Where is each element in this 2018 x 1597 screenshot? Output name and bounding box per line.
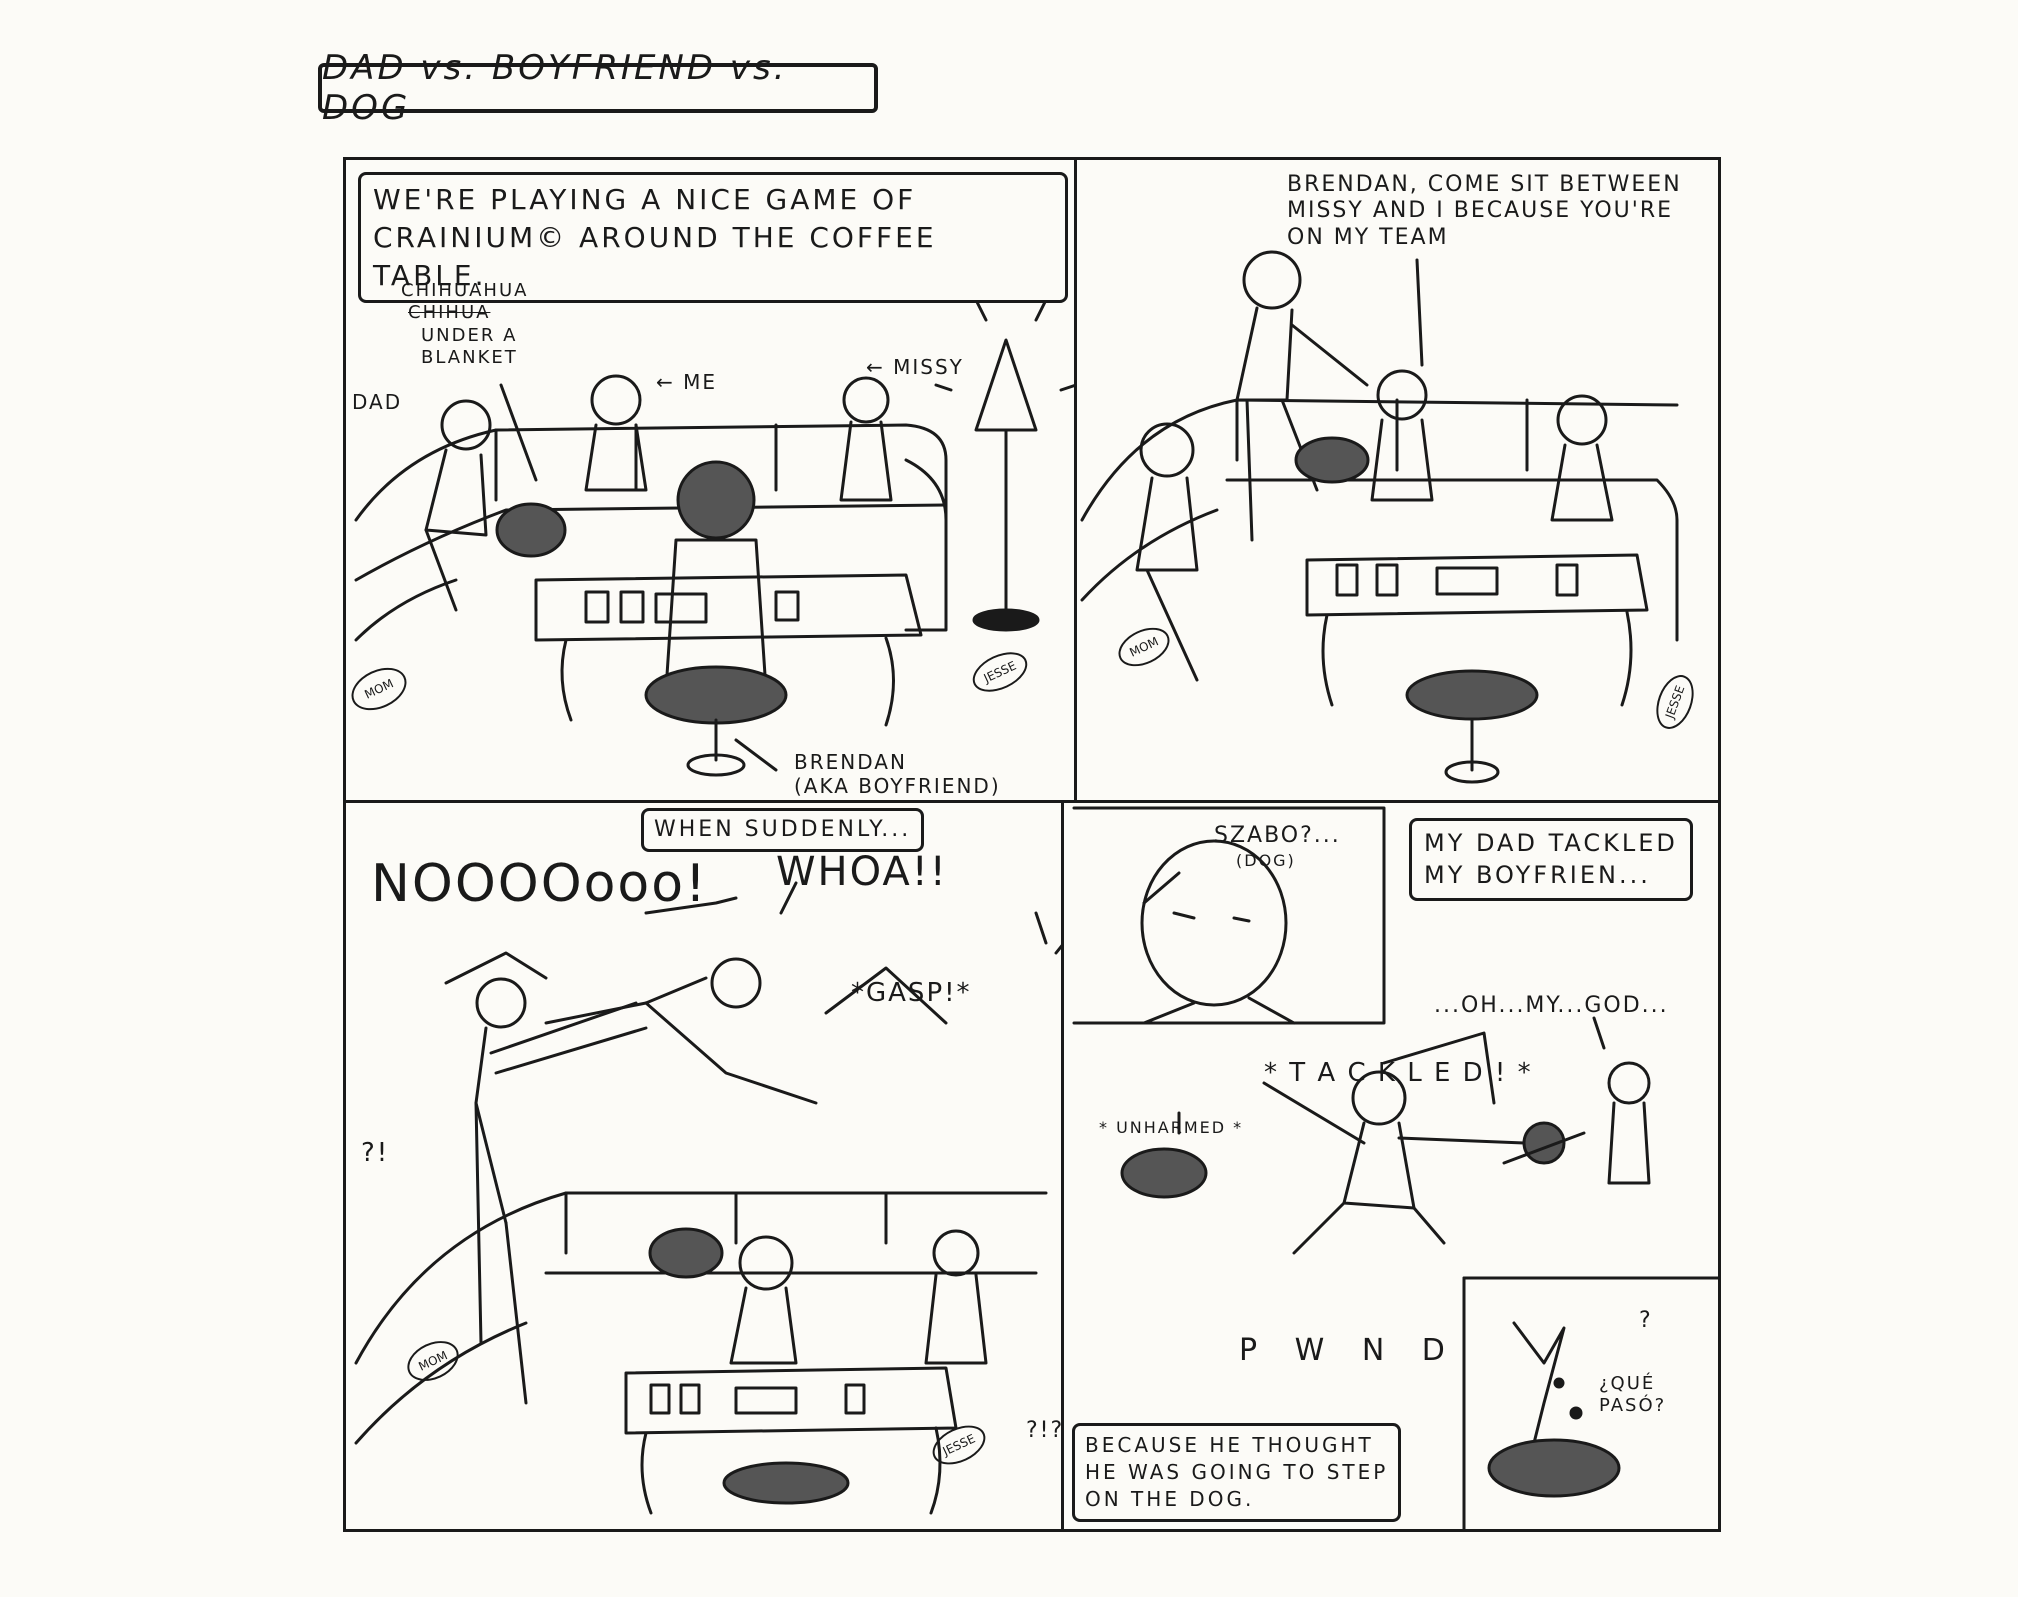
label-dad: DAD — [352, 390, 403, 414]
panel-3-drawing — [354, 881, 1061, 1515]
panel-1-caption: WE'RE PLAYING A NICE GAME OF CRAINIUM© A… — [358, 172, 1068, 304]
panel-1-drawing — [354, 298, 1074, 777]
panel-4-drawing — [1072, 806, 1718, 1529]
speech-szabo: SZABO?... — [1214, 823, 1341, 848]
dog-speech: ¿QUÉ PASÓ? — [1599, 1373, 1667, 1416]
panel-4-caption-bottom: BECAUSE HE THOUGHT HE WAS GOING TO STEP … — [1072, 1423, 1402, 1522]
comic-frame: WE'RE PLAYING A NICE GAME OF CRAINIUM© A… — [343, 157, 1721, 1532]
label-me: ← ME — [656, 370, 718, 394]
panel-2: BRENDAN, COME SIT BETWEEN MISSY AND I BE… — [1077, 160, 1718, 803]
panel-2-speech: BRENDAN, COME SIT BETWEEN MISSY AND I BE… — [1287, 172, 1682, 250]
shout-nooo: NOOOOooo! — [371, 854, 708, 914]
sfx-tackled: * T A C K L E D ! * — [1264, 1058, 1533, 1088]
label-chihua-struck: CHIHUA — [408, 302, 491, 323]
panel-1: WE'RE PLAYING A NICE GAME OF CRAINIUM© A… — [346, 160, 1077, 803]
label-unharmed: * UNHARMED * — [1099, 1118, 1244, 1137]
comic-title: DAD vs. BOYFRIEND vs. DOG — [318, 48, 878, 128]
panel-3-caption: WHEN SUDDENLY... — [641, 808, 925, 852]
panel-2-drawing — [1080, 250, 1679, 784]
shout-whoa: WHOA!! — [776, 849, 948, 895]
speech-dog: (DOG) — [1236, 851, 1296, 870]
exclaim: ?! — [361, 1138, 390, 1168]
dog-question: ? — [1639, 1308, 1653, 1333]
label-brendan: BRENDAN (AKA BOYFRIEND) — [794, 750, 1001, 798]
speech-omg: ...OH...MY...GOD... — [1434, 993, 1669, 1018]
jesse-exclaim: ?!? — [1026, 1418, 1064, 1443]
panel-3: WHEN SUDDENLY... NOOOOooo! WHOA!! *GASP!… — [346, 803, 1064, 1529]
panel-4-caption: MY DAD TACKLED MY BOYFRIEN... — [1409, 818, 1693, 901]
sfx-pwnd: P W N D — [1239, 1333, 1459, 1368]
label-chihuahua: CHIHUAHUA — [401, 280, 529, 301]
label-missy: ← MISSY — [866, 355, 964, 379]
sfx-gasp: *GASP!* — [851, 978, 972, 1008]
panel-4: MY DAD TACKLED MY BOYFRIEN... SZABO?... … — [1064, 803, 1718, 1529]
label-under-blanket: UNDER A BLANKET — [421, 325, 518, 368]
